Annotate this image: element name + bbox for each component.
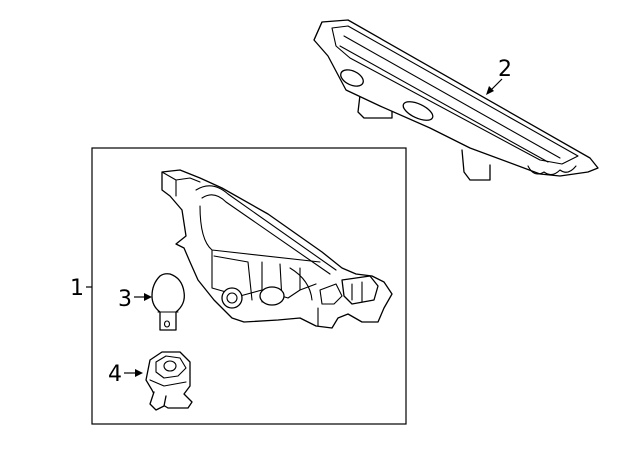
callout-3-leader xyxy=(134,293,152,301)
callout-4-label: 4 xyxy=(108,362,122,387)
callout-2-label: 2 xyxy=(498,57,512,82)
callout-4-leader xyxy=(124,369,143,377)
bulb-icon xyxy=(151,273,185,331)
callout-2-leader xyxy=(486,78,503,95)
callout-1-label: 1 xyxy=(70,276,84,301)
bulb-socket-icon xyxy=(145,351,193,411)
tail-lamp-housing-icon xyxy=(161,169,393,329)
high-mount-stop-lamp-icon xyxy=(313,19,599,181)
callout-3-label: 3 xyxy=(118,287,132,312)
assembly-frame xyxy=(91,147,407,425)
